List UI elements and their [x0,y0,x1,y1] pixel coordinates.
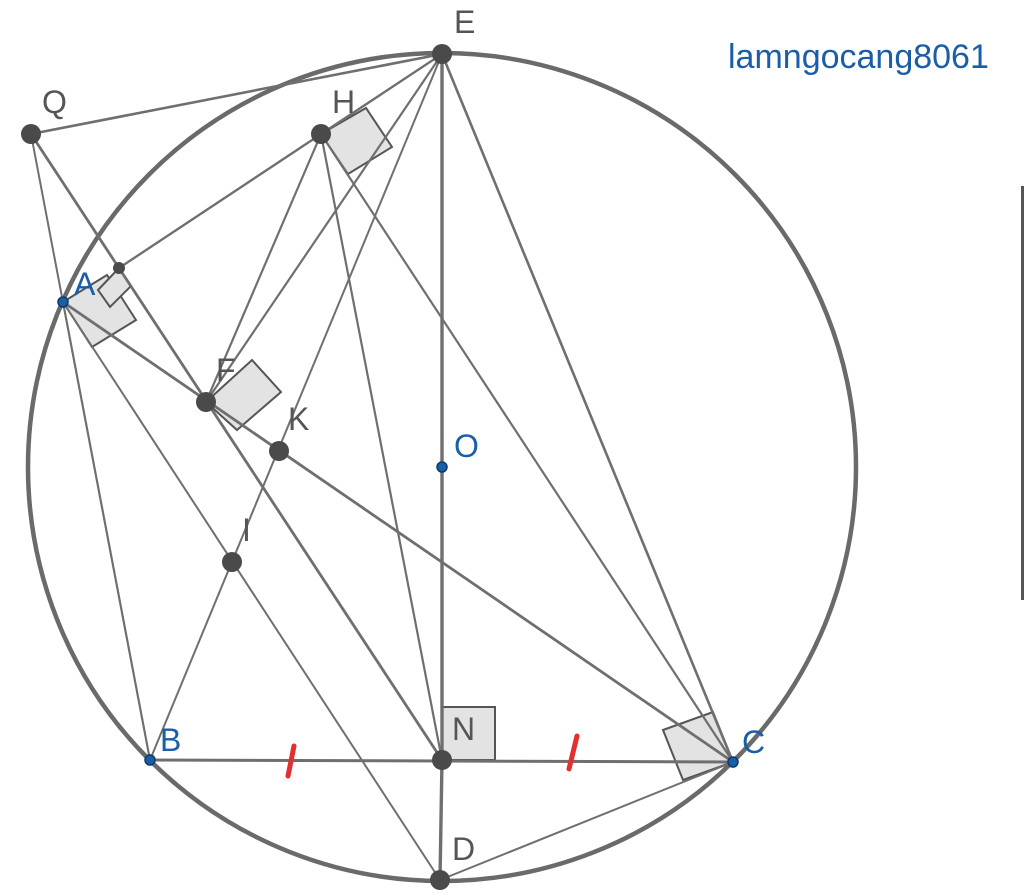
segment-QN [29,133,444,761]
point-D [430,870,450,890]
segments [29,52,735,881]
right-angle-markers [61,106,735,782]
point-H [311,124,331,144]
segment-EB [149,53,443,761]
watermark-text: lamngocang8061 [728,38,989,76]
label-N: N [452,711,475,747]
point-K [269,441,289,461]
segment-AB [62,301,151,761]
point-labels: E Q H A F K O I B N C D [42,4,765,867]
point-A [57,296,69,308]
segment-HC [320,133,734,763]
segment-EC [440,53,735,763]
point-O [436,461,448,473]
label-F: F [216,352,236,388]
tick-BN [285,743,297,779]
segment-QE [30,52,443,136]
point-N [432,750,452,770]
segment-AD [62,301,441,881]
point-C [727,756,739,768]
label-E: E [454,4,475,40]
segment-HN [319,133,444,761]
edge-bar [1021,186,1024,600]
point-E [432,44,452,64]
label-C: C [742,724,765,760]
points [21,44,739,890]
label-K: K [288,401,309,437]
point-foot-A [113,262,125,274]
point-Q [21,124,41,144]
label-Q: Q [42,84,67,120]
point-I [222,552,242,572]
segment-ND [438,759,444,881]
segment-EF [205,53,443,403]
label-O: O [454,428,479,464]
label-A: A [74,266,96,302]
label-H: H [332,84,355,120]
segment-E-Aperp [118,53,443,269]
label-I: I [242,512,251,548]
tick-NC [566,733,580,772]
point-F [196,392,216,412]
label-B: B [160,722,181,758]
segment-DC [439,761,734,881]
point-B [144,754,156,766]
equal-ticks [285,733,580,779]
segment-HF [204,133,323,403]
label-D: D [452,831,475,867]
